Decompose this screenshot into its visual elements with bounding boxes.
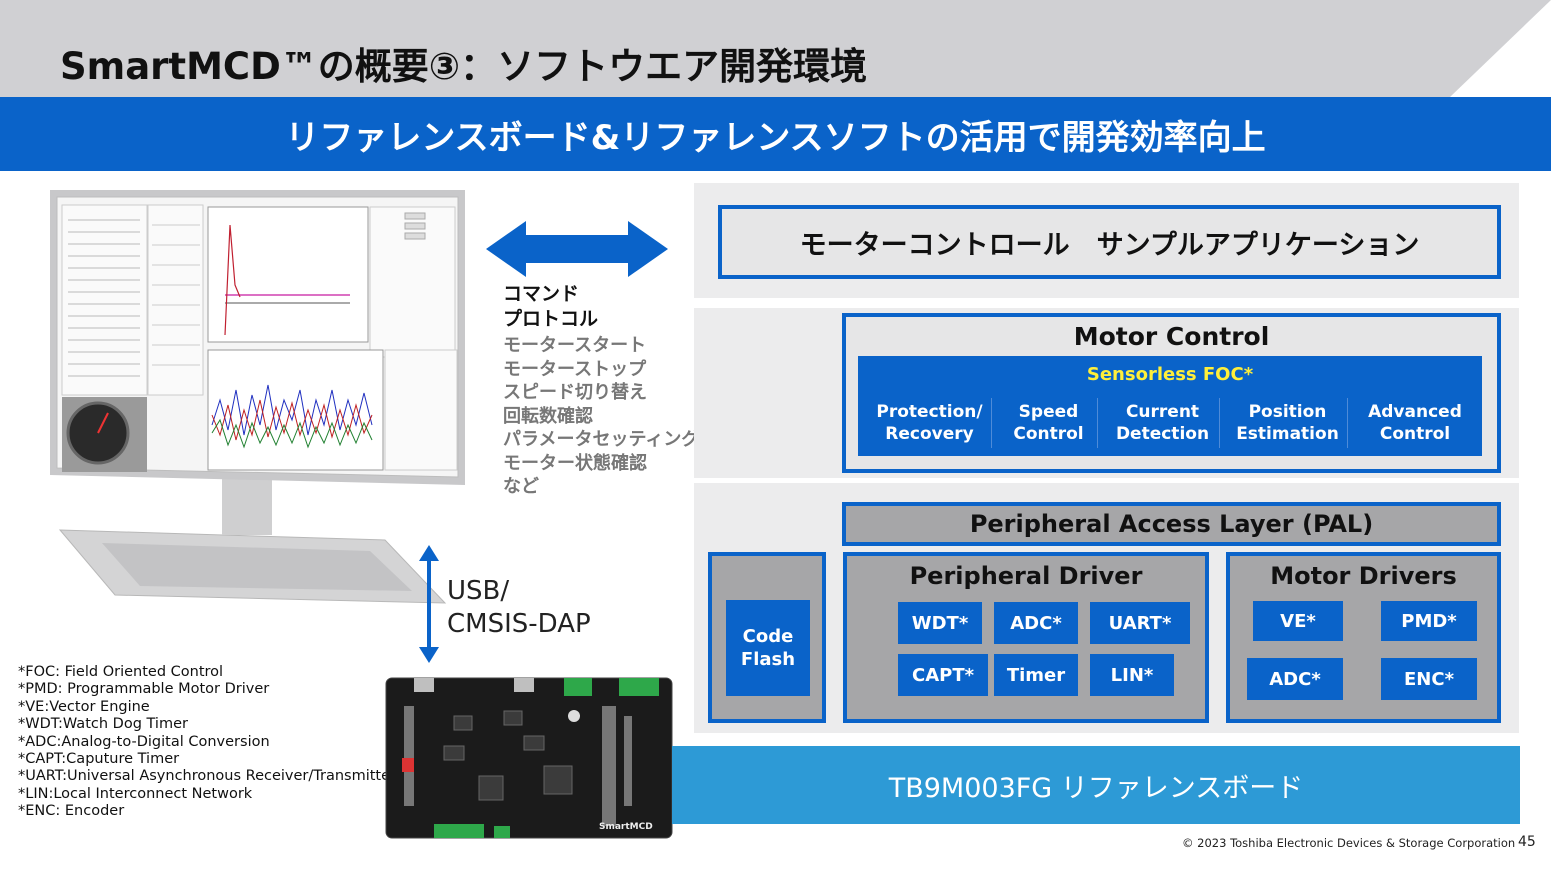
chip-pmd: PMD* <box>1381 601 1477 641</box>
command-item: など <box>503 476 539 497</box>
note-item: *WDT:Watch Dog Timer <box>18 716 188 733</box>
foc-item-line2: Control <box>1379 424 1451 444</box>
foc-item-line1: Advanced <box>1368 402 1462 422</box>
chip-timer: Timer <box>994 654 1078 696</box>
foc-item-line1: Position <box>1248 402 1327 422</box>
command-item: スピード切り替え <box>503 382 647 403</box>
chip-uart: UART* <box>1090 602 1190 644</box>
page-subtitle: リファレンスボード&リファレンスソフトの活用で開発効率向上 <box>285 118 1266 158</box>
monitor-illustration <box>50 190 465 604</box>
title-band <box>0 0 1551 97</box>
peripheral-driver-title: Peripheral Driver <box>909 562 1143 590</box>
foc-item-speed-control: Speed Control <box>1000 398 1098 448</box>
motor-drivers-title: Motor Drivers <box>1270 562 1457 590</box>
foc-item-line2: Recovery <box>885 424 974 444</box>
vertical-arrow-icon <box>419 545 439 663</box>
code-flash-line1: Code <box>742 626 794 647</box>
reference-board-bar: TB9M003FG リファレンスボード <box>672 746 1520 824</box>
command-list: モータースタート モーターストップ スピード切り替え 回転数確認 パラメータセッ… <box>503 334 699 499</box>
command-item: モータースタート <box>503 335 647 356</box>
foc-item-advanced-control: Advanced Control <box>1356 398 1474 448</box>
usb-label-line1: USB/ <box>447 576 510 606</box>
reference-board-photo: SmartMCD <box>385 677 673 839</box>
foc-item-line1: Current <box>1125 402 1200 422</box>
note-item: *PMD: Programmable Motor Driver <box>18 681 270 698</box>
foc-item-line1: Protection/ <box>876 402 983 422</box>
usb-label-line2: CMSIS-DAP <box>447 609 591 639</box>
sample-application-box: モーターコントロール サンプルアプリケーション <box>718 205 1501 279</box>
foc-item-line2: Estimation <box>1236 424 1339 444</box>
chip-ve: VE* <box>1253 601 1343 641</box>
foc-item-line2: Detection <box>1115 424 1210 444</box>
motor-control-title: Motor Control <box>1073 322 1270 351</box>
chip-wdt: WDT* <box>898 602 982 644</box>
board-label: SmartMCD <box>599 822 653 832</box>
command-item: モーターストップ <box>503 358 647 380</box>
note-item: *LIN:Local Interconnect Network <box>18 785 253 802</box>
code-flash-line2: Flash <box>740 649 796 670</box>
copyright-text: © 2023 Toshiba Electronic Devices & Stor… <box>1182 836 1516 850</box>
foc-item-line2: Control <box>1013 424 1084 444</box>
chip-adc-motor: ADC* <box>1247 658 1343 700</box>
note-item: *UART:Universal Asynchronous Receiver/Tr… <box>18 768 396 785</box>
command-item: モーター状態確認 <box>503 452 647 474</box>
foc-item-position-estimation: Position Estimation <box>1228 398 1348 448</box>
chip-enc: ENC* <box>1381 658 1477 700</box>
page-title: SmartMCD™の概要③：ソフトウエア開発環境 <box>60 45 868 88</box>
bidirectional-arrow-icon <box>486 221 668 277</box>
command-item: 回転数確認 <box>503 405 593 427</box>
note-item: *FOC: Field Oriented Control <box>18 664 224 680</box>
chip-adc: ADC* <box>994 602 1078 644</box>
code-flash-block: Code Flash <box>726 600 810 696</box>
foc-item-line1: Speed <box>1018 402 1079 422</box>
foc-item-current-detection: Current Detection <box>1106 398 1220 448</box>
usb-label: USB/ CMSIS-DAP <box>447 575 591 641</box>
sensorless-foc-title: Sensorless FOC* <box>1086 364 1254 385</box>
note-item: *CAPT:Caputure Timer <box>18 751 180 768</box>
abbreviation-notes: *FOC: Field Oriented Control *PMD: Progr… <box>18 664 396 821</box>
sensorless-foc-block <box>858 356 1482 456</box>
note-item: *VE:Vector Engine <box>18 698 150 715</box>
pal-box: Peripheral Access Layer (PAL) <box>842 502 1501 546</box>
subtitle-band <box>0 97 1551 171</box>
command-item: パラメータセッティング <box>503 429 700 450</box>
chip-capt: CAPT* <box>898 654 988 696</box>
foc-item-protection-recovery: Protection/ Recovery <box>868 398 992 448</box>
command-protocol-title: コマンド プロトコル <box>503 282 598 332</box>
command-protocol-title-line1: コマンド <box>503 283 580 305</box>
page-number: 45 <box>1518 834 1536 850</box>
chip-lin: LIN* <box>1090 654 1174 696</box>
command-protocol-title-line2: プロトコル <box>503 308 599 330</box>
note-item: *ENC: Encoder <box>18 803 125 820</box>
note-item: *ADC:Analog-to-Digital Conversion <box>18 733 270 750</box>
